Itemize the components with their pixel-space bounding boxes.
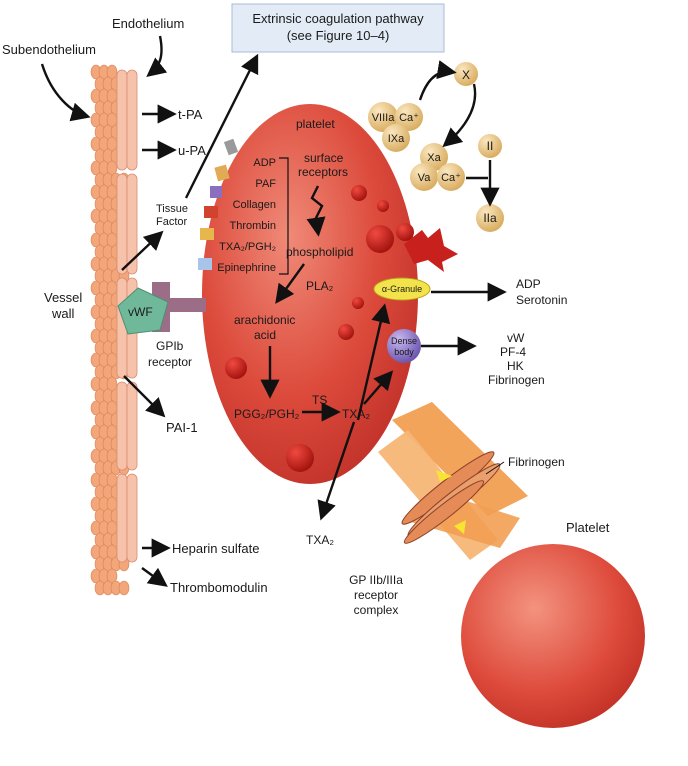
agonist-bracket xyxy=(279,157,289,275)
vessel-wall-label-2: wall xyxy=(51,306,75,321)
extrinsic-pathway-box xyxy=(231,3,445,53)
factor-va: Va xyxy=(418,172,432,184)
subendothelium-label: Subendothelium xyxy=(2,42,96,57)
alpha-granule xyxy=(373,277,431,301)
ts-label: TS xyxy=(312,393,327,407)
factor-iia: IIa xyxy=(483,211,497,225)
hk-release-label: HK xyxy=(507,359,524,373)
gp-complex-label-3: complex xyxy=(354,603,399,617)
endothelial-cell xyxy=(126,69,138,171)
tpa-label: t-PA xyxy=(178,107,203,122)
subendothelial-cell xyxy=(106,160,118,176)
fibrinogen-label: Fibrinogen xyxy=(508,455,565,469)
fibrinogen-leader xyxy=(485,461,505,475)
red-granules xyxy=(225,185,414,472)
endothelium-cells xyxy=(116,69,138,563)
gp-complex-label: GP IIb/IIIa xyxy=(349,573,403,587)
gp-iib-iiia-bridge xyxy=(378,402,528,560)
gpib-receptor-shape xyxy=(152,282,206,332)
endothelial-cell xyxy=(116,69,128,171)
dense-body-label-2: body xyxy=(394,347,414,357)
second-platelet xyxy=(461,544,645,728)
fibrinogen-release-label: Fibrinogen xyxy=(488,373,545,387)
endothelial-cell xyxy=(116,381,128,471)
vessel-wall-label: Vessel xyxy=(44,290,82,305)
surface-receptors-label: surface xyxy=(304,151,344,165)
thrombomodulin-label: Thrombomodulin xyxy=(170,580,268,595)
tenase-to-x-arrow xyxy=(418,60,457,101)
factor-ca-1: Ca⁺ xyxy=(399,112,419,124)
arachidonic-label: arachidonic xyxy=(234,313,295,327)
factor-x: X xyxy=(462,68,470,82)
subendothelial-cell xyxy=(106,376,118,392)
pai1-label: PAI-1 xyxy=(166,420,198,435)
vw-release-label: vW xyxy=(507,331,525,345)
x-to-xa-arrow xyxy=(442,83,477,148)
subendothelial-cell xyxy=(118,580,130,596)
endothelium-pointer xyxy=(146,35,168,78)
platelet-label: platelet xyxy=(296,117,335,131)
pf4-release-label: PF-4 xyxy=(500,345,526,359)
subendothelium-pointer xyxy=(40,63,91,122)
factor-ca-2: Ca⁺ xyxy=(441,172,461,184)
vwf-shape xyxy=(117,287,169,335)
txa2-label: TXA₂ xyxy=(342,407,370,421)
pseudopod xyxy=(404,228,458,272)
txa2-out-arrow xyxy=(317,421,356,521)
factor-ixa: IXa xyxy=(388,133,405,145)
tissue-factor-label: Tissue xyxy=(156,203,188,215)
gp-complex-label-2: receptor xyxy=(354,588,398,602)
endothelial-cell xyxy=(116,173,128,275)
arachidonic-label-2: acid xyxy=(254,328,276,342)
endothelial-cell xyxy=(126,473,138,563)
agonist-label: TXA₂/PGH₂ xyxy=(219,241,276,253)
receptor-to-phospholipid-arrow xyxy=(306,185,326,237)
wall-to-tissue-factor-arrow xyxy=(121,230,164,271)
extrinsic-pathway-title: Extrinsic coagulation pathway xyxy=(252,11,424,26)
phospholipid-to-aa-arrow xyxy=(275,263,305,304)
endothelial-cell xyxy=(126,381,138,471)
agonist-label: Thrombin xyxy=(230,220,276,232)
endothelial-cell xyxy=(126,173,138,275)
subendothelial-cell xyxy=(106,568,118,584)
endothelial-cell xyxy=(116,473,128,563)
agonist-label: PAF xyxy=(255,178,276,190)
vwf-label: vWF xyxy=(128,305,153,319)
txa2-to-dense-arrow xyxy=(363,370,394,405)
factor-ii: II xyxy=(487,139,494,153)
factor-viiia: VIIIa xyxy=(372,112,396,124)
agonist-label: Collagen xyxy=(233,199,276,211)
alpha-granule-label: α-Granule xyxy=(382,284,422,294)
subendothelial-cell xyxy=(106,64,118,80)
coagulation-factors: X VIIIa Ca⁺ IXa Xa Va Ca⁺ II IIa xyxy=(368,62,504,232)
adp-release-label: ADP xyxy=(516,277,541,291)
surface-receptors-label-2: receptors xyxy=(298,165,348,179)
factor-xa: Xa xyxy=(427,152,441,164)
thrombomodulin-arrow xyxy=(141,567,168,587)
pgg-pgh-label: PGG₂/PGH₂ xyxy=(234,407,300,421)
dense-body-label: Dense xyxy=(391,336,417,346)
gpib-label: GPIb xyxy=(156,339,184,353)
pla2-label: PLA₂ xyxy=(306,279,334,293)
second-platelet-label: Platelet xyxy=(566,520,610,535)
extrinsic-pathway-ref: (see Figure 10–4) xyxy=(287,28,390,43)
gpib-label-2: receptor xyxy=(148,355,192,369)
tissue-factor-label-2: Factor xyxy=(156,216,188,228)
txa2-to-alpha-arrow xyxy=(356,303,391,421)
endothelium-label: Endothelium xyxy=(112,16,184,31)
serotonin-release-label: Serotonin xyxy=(516,293,567,307)
tissue-factor-to-extrinsic-arrow xyxy=(184,53,259,199)
phospholipid-label: phospholipid xyxy=(286,245,353,259)
heparin-label: Heparin sulfate xyxy=(172,541,259,556)
pai1-arrow xyxy=(123,375,166,418)
dense-body xyxy=(387,329,421,363)
upa-label: u-PA xyxy=(178,143,206,158)
surface-receptor-shapes xyxy=(198,138,239,270)
agonist-label: Epinephrine xyxy=(217,262,276,274)
txa2-out-label: TXA₂ xyxy=(306,533,334,547)
agonist-label: ADP xyxy=(253,157,276,169)
